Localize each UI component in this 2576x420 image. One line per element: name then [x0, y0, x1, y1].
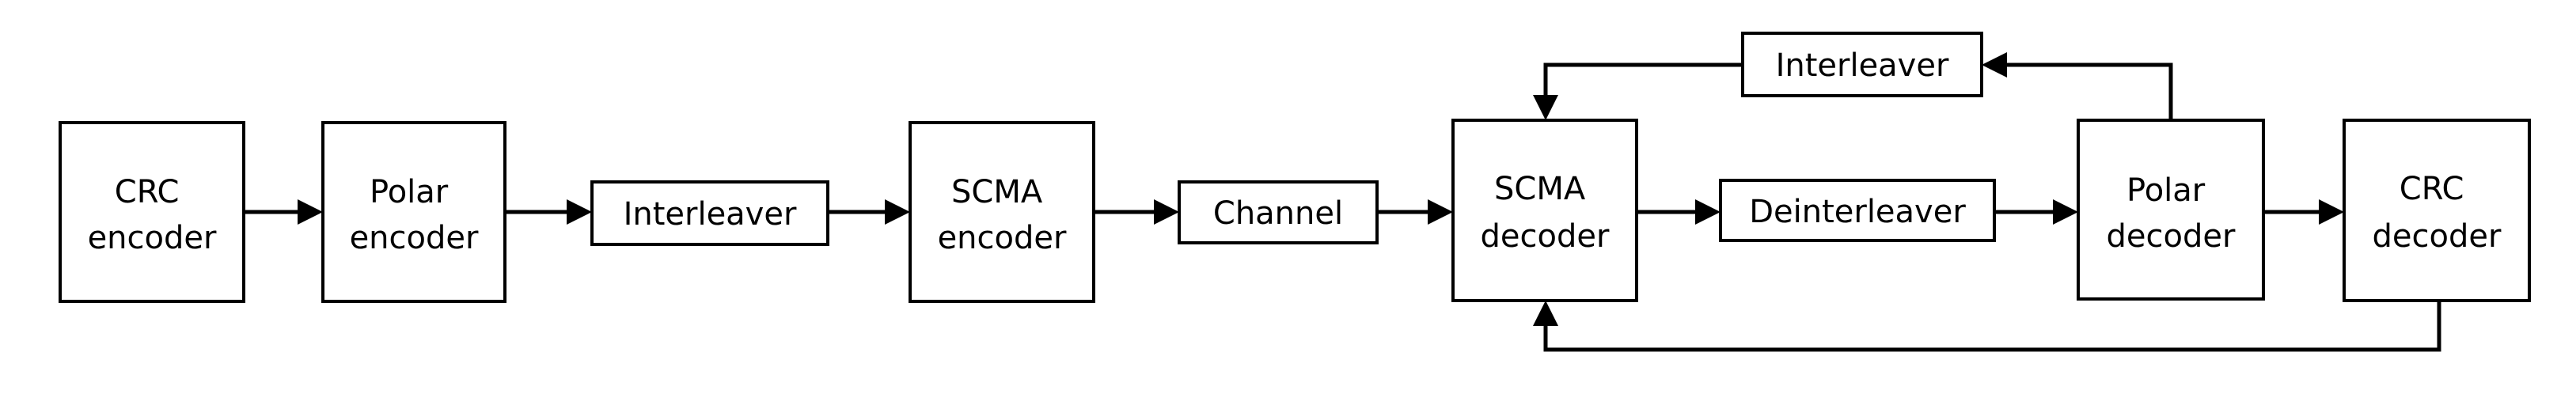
- feedback-interleaver-label: Interleaver: [1776, 47, 1949, 84]
- arrowhead: [298, 199, 323, 225]
- channel-label: Channel: [1213, 195, 1343, 232]
- interleaver-label: Interleaver: [624, 196, 797, 233]
- arrowhead: [567, 199, 592, 225]
- deinterleaver-block: Deinterleaver: [1719, 179, 1996, 242]
- polar-decoder-label: Polar decoder: [2107, 172, 2236, 255]
- arrowhead: [2053, 199, 2078, 225]
- scma-decoder-block: SCMA decoder: [1451, 119, 1638, 302]
- arrowhead: [1695, 199, 1720, 225]
- scma-encoder-block: SCMA encoder: [909, 121, 1095, 303]
- arrow-crc-decoder-to-scma-decoder: [1543, 302, 2441, 352]
- arrowhead: [1982, 52, 2007, 78]
- arrowhead: [2319, 199, 2344, 225]
- crc-encoder-label: CRC encoder: [88, 174, 217, 256]
- arrow-polar-decoder-to-feedback-interleaver: [2007, 62, 2173, 120]
- arrowhead: [1154, 199, 1179, 225]
- polar-encoder-label: Polar encoder: [350, 174, 479, 256]
- feedback-interleaver-block: Interleaver: [1741, 32, 1983, 97]
- crc-decoder-block: CRC decoder: [2343, 119, 2531, 302]
- interleaver-block: Interleaver: [590, 180, 829, 246]
- channel-block: Channel: [1178, 180, 1379, 244]
- polar-decoder-block: Polar decoder: [2077, 119, 2265, 301]
- crc-decoder-label: CRC decoder: [2373, 171, 2502, 255]
- arrowhead: [885, 199, 910, 225]
- connections: [244, 52, 2441, 352]
- crc-encoder-block: CRC encoder: [59, 121, 245, 303]
- arrowhead: [1533, 95, 1558, 120]
- arrowhead: [1428, 199, 1453, 225]
- scma-decoder-label: SCMA decoder: [1481, 171, 1610, 255]
- arrowhead: [1533, 301, 1558, 326]
- deinterleaver-label: Deinterleaver: [1749, 194, 1966, 230]
- polar-encoder-block: Polar encoder: [321, 121, 506, 303]
- scma-encoder-label: SCMA encoder: [938, 174, 1067, 256]
- arrow-feedback-interleaver-to-scma-decoder: [1543, 62, 1743, 95]
